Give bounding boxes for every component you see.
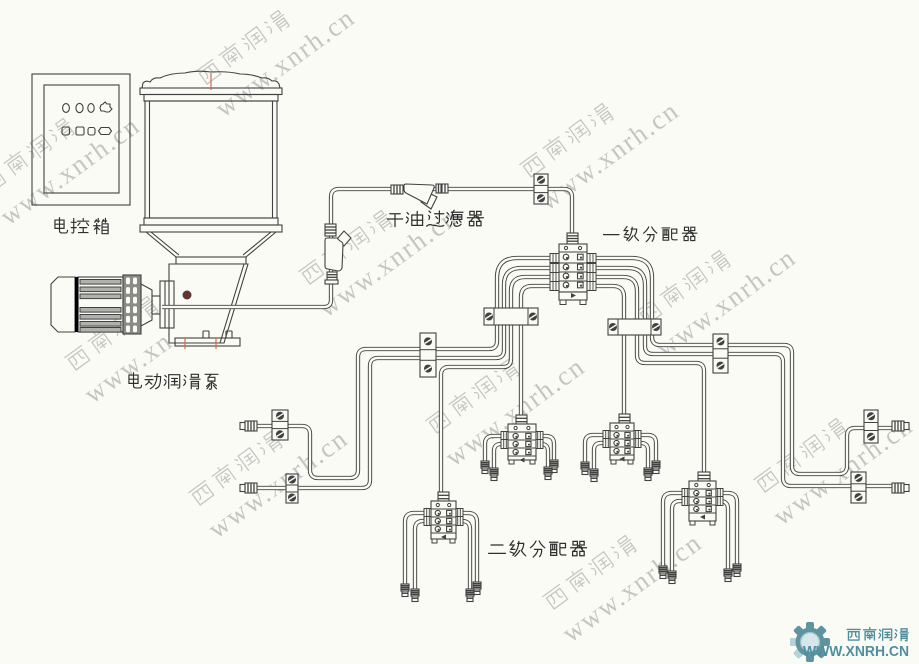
- svg-text:WWW.XNRH.CN: WWW.XNRH.CN: [803, 644, 909, 660]
